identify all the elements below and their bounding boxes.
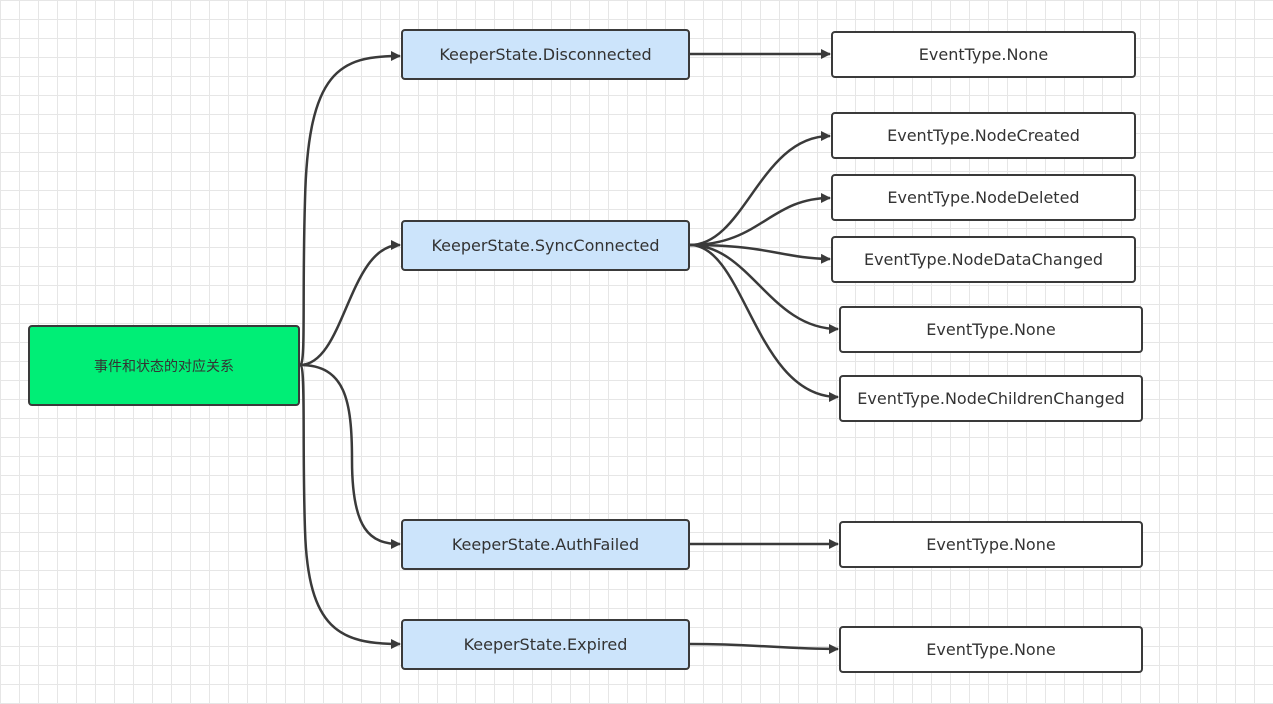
root-node-label: 事件和状态的对应关系 xyxy=(94,358,234,375)
state-node-authfailed[interactable]: KeeperState.AuthFailed xyxy=(401,519,690,570)
edge-root-expired xyxy=(298,363,401,649)
event-node-disconnected-none[interactable]: EventType.None xyxy=(831,31,1136,78)
state-node-expired[interactable]: KeeperState.Expired xyxy=(401,619,690,670)
state-node-label: KeeperState.Expired xyxy=(463,635,628,654)
event-node-nodedeleted[interactable]: EventType.NodeDeleted xyxy=(831,174,1136,221)
root-node[interactable]: 事件和状态的对应关系 xyxy=(28,325,300,406)
edge-root-syncconnected xyxy=(299,240,401,367)
state-node-label: KeeperState.Disconnected xyxy=(439,45,652,64)
state-node-disconnected[interactable]: KeeperState.Disconnected xyxy=(401,29,690,80)
event-node-label: EventType.None xyxy=(926,640,1056,659)
state-node-label: KeeperState.AuthFailed xyxy=(451,535,640,554)
event-node-nodedatachanged[interactable]: EventType.NodeDataChanged xyxy=(831,236,1136,283)
event-node-nodechildrenchanged[interactable]: EventType.NodeChildrenChanged xyxy=(839,375,1143,422)
event-node-label: EventType.None xyxy=(918,45,1049,64)
event-node-authfailed-none[interactable]: EventType.None xyxy=(839,521,1143,568)
edge-sync-nodechildrenchanged xyxy=(689,243,839,402)
edge-sync-nodedeleted xyxy=(689,193,831,247)
event-node-label: EventType.None xyxy=(926,535,1056,554)
event-node-label: EventType.NodeDeleted xyxy=(887,188,1080,207)
edge-root-authfailed xyxy=(299,363,401,549)
edge-root-disconnected xyxy=(298,51,401,367)
edge-sync-none xyxy=(689,243,839,334)
event-node-expired-none[interactable]: EventType.None xyxy=(839,626,1143,673)
edge-expired-none xyxy=(689,642,839,654)
event-node-label: EventType.NodeChildrenChanged xyxy=(857,389,1125,408)
state-node-syncconnected[interactable]: KeeperState.SyncConnected xyxy=(401,220,690,271)
edge-sync-nodecreated xyxy=(689,131,831,247)
edge-sync-nodedatachanged xyxy=(689,243,831,264)
event-node-label: EventType.NodeCreated xyxy=(887,126,1080,145)
event-node-nodecreated[interactable]: EventType.NodeCreated xyxy=(831,112,1136,159)
state-node-label: KeeperState.SyncConnected xyxy=(431,236,660,255)
event-node-label: EventType.None xyxy=(926,320,1056,339)
event-node-label: EventType.NodeDataChanged xyxy=(863,250,1104,269)
event-node-syncconnected-none[interactable]: EventType.None xyxy=(839,306,1143,353)
